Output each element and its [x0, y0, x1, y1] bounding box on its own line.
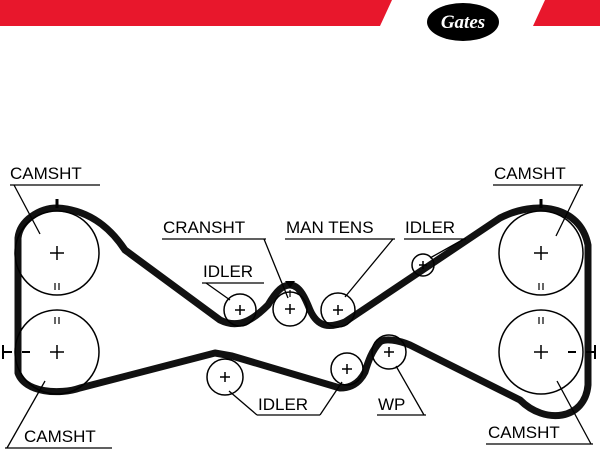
label-camshaft-top-right-text: CAMSHT — [494, 164, 566, 183]
label-idler-upper-left: IDLER — [202, 262, 264, 301]
manual-tensioner-pulley — [320, 292, 356, 328]
label-idler-upper-left-text: IDLER — [203, 262, 253, 281]
header-red-tab — [533, 0, 600, 26]
label-man-tens: MAN TENS — [285, 218, 395, 298]
label-camshaft-top-left: CAMSHT — [10, 164, 100, 235]
label-man-tens-text: MAN TENS — [286, 218, 374, 237]
gates-logo-badge — [427, 3, 499, 41]
label-camshaft-top-right: CAMSHT — [493, 164, 583, 237]
header-red-bar — [0, 0, 392, 26]
label-water-pump-text: WP — [378, 395, 405, 414]
gates-logo: Gates — [427, 3, 499, 41]
label-camshaft-bottom-left-text: CAMSHT — [24, 427, 96, 446]
idler-upper-right-pulley — [411, 253, 435, 277]
timing-belt — [14, 204, 592, 419]
label-idler-lower: IDLER — [228, 381, 343, 416]
label-idler-lower-text: IDLER — [258, 395, 308, 414]
label-camshaft-bottom-right-text: CAMSHT — [488, 423, 560, 442]
water-pump-pulley — [371, 334, 407, 370]
label-camshaft-bottom-left: CAMSHT — [5, 380, 112, 449]
camshaft-top-right-pulley — [498, 199, 584, 296]
camshaft-bottom-right-pulley — [498, 309, 596, 395]
crankshaft-pulley — [272, 281, 308, 327]
gates-logo-text: Gates — [441, 12, 485, 33]
camshaft-bottom-left-pulley — [2, 309, 100, 395]
label-camshaft-bottom-right: CAMSHT — [486, 380, 593, 445]
label-camshaft-top-left-text: CAMSHT — [10, 164, 82, 183]
label-crankshaft-text: CRANSHT — [163, 218, 245, 237]
label-water-pump: WP — [377, 365, 426, 416]
label-idler-upper-right-text: IDLER — [405, 218, 455, 237]
idler-lower-right-pulley — [330, 352, 364, 386]
camshaft-top-left-pulley — [14, 199, 100, 296]
idler-lower-pulley — [206, 358, 244, 396]
label-idler-upper-right: IDLER — [404, 218, 466, 259]
label-crankshaft: CRANSHT — [162, 218, 289, 299]
idler-upper-left-pulley — [223, 293, 257, 327]
